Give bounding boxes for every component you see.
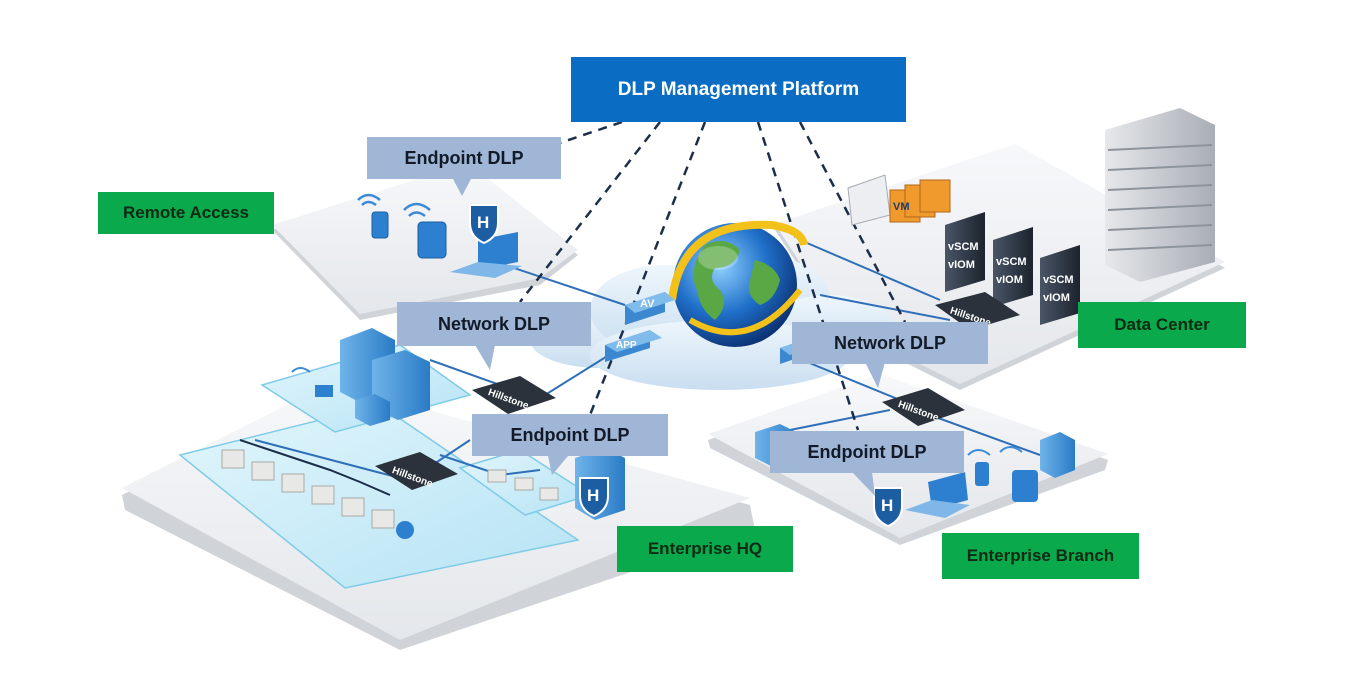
firewall-hq-core: Hillstone (472, 376, 556, 414)
tablet-icon (417, 221, 447, 259)
callout-endpoint-dlp-branch: Endpoint DLP (770, 431, 964, 473)
zone-label-enterprise-branch: Enterprise Branch (942, 533, 1139, 579)
vscm-chassis-2: vSCM vIOM (993, 227, 1033, 307)
zone-label-data-center: Data Center (1078, 302, 1246, 348)
storage-tower (1105, 108, 1215, 282)
wifi-icon (967, 446, 1023, 456)
phone-icon (371, 211, 389, 239)
svg-text:H: H (881, 496, 893, 515)
branch-laptop-icon (905, 472, 970, 518)
hq-globe-icon (396, 521, 414, 539)
data-center-devices: VM vSCM vIOM vSCM vIOM vSCM vIOM Hillsto… (847, 108, 1215, 330)
svg-text:vIOM: vIOM (996, 274, 1023, 286)
enterprise-hq-platform (122, 344, 755, 650)
callout-endpoint-dlp-remote: Endpoint DLP (367, 137, 561, 179)
office-building-1 (340, 328, 430, 426)
callout-network-dlp-branch: Network DLP (792, 322, 988, 364)
dlp-management-platform-box: DLP Management Platform (571, 57, 906, 122)
internet-globe (668, 220, 808, 347)
endpoint-agent-shield-hq: H (579, 477, 609, 518)
vscm-chassis-1: vSCM vIOM (945, 212, 985, 292)
wifi-icon (357, 193, 381, 207)
branch-tablet-icon (1012, 470, 1038, 502)
workstation-row (221, 439, 395, 529)
firewall-branch: Hillstone (882, 388, 965, 426)
av-label: AV (640, 298, 655, 310)
svg-text:vIOM: vIOM (948, 259, 975, 271)
wifi-icon (403, 202, 431, 218)
callout-endpoint-dlp-hq: Endpoint DLP (472, 414, 668, 456)
svg-text:vSCM: vSCM (948, 241, 979, 253)
app-label: APP (616, 340, 637, 351)
branch-phone-icon (975, 462, 989, 486)
firewall-hq-lan: Hillstone (375, 452, 458, 490)
svg-text:vSCM: vSCM (996, 256, 1027, 268)
platform-title: DLP Management Platform (617, 78, 860, 100)
vm-cards: VM (889, 179, 951, 223)
branch-access-point (1040, 432, 1075, 478)
zone-label-enterprise-hq: Enterprise HQ (617, 526, 793, 572)
callout-pointers (452, 177, 885, 496)
av-module: AV (625, 292, 675, 325)
svg-text:vIOM: vIOM (1043, 292, 1070, 304)
vscm-chassis-3: vSCM vIOM (1040, 245, 1080, 325)
endpoint-agent-shield-remote: H (469, 204, 499, 245)
app-module: APP (605, 330, 662, 362)
callout-network-dlp-hq: Network DLP (397, 302, 591, 346)
endpoint-agent-shield-branch: H (873, 487, 903, 528)
zone-label-remote-access: Remote Access (98, 192, 274, 234)
svg-text:H: H (587, 486, 599, 505)
hq-laptop-icon (315, 385, 333, 397)
vm-label: VM (893, 201, 910, 213)
svg-text:H: H (477, 213, 489, 232)
svg-text:vSCM: vSCM (1043, 274, 1074, 286)
wifi-icon (291, 367, 311, 373)
